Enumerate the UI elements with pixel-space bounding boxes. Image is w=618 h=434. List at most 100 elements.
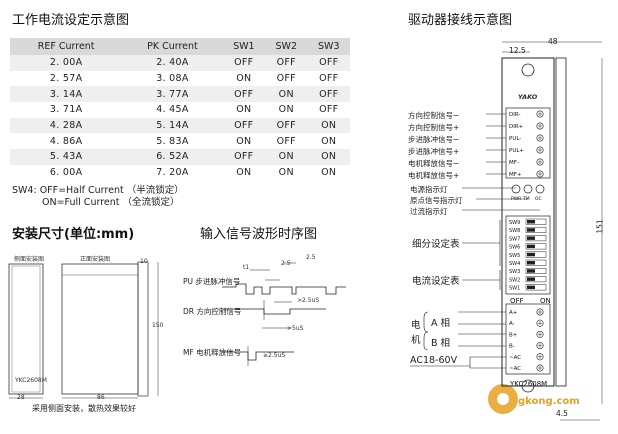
subdivision-table-label: 细分设定表 xyxy=(412,239,460,250)
terminal-screw-icon xyxy=(536,330,544,338)
dip-switch-label: SW5 xyxy=(509,253,520,259)
watermark-text: gkong.com xyxy=(518,396,580,407)
table-cell: 5. 14A xyxy=(122,117,223,134)
table-cell: OFF xyxy=(307,55,350,71)
power-terminal-label: A+ xyxy=(509,310,518,316)
supply-voltage-label: AC18-60V xyxy=(410,355,458,366)
phase-b-bracket xyxy=(423,331,429,351)
terminal-screw-icon xyxy=(536,308,544,316)
terminal-screw-icon xyxy=(536,122,544,130)
table-cell: ON xyxy=(265,86,308,103)
dir-plus-label: 方向控制信号+ xyxy=(408,123,460,132)
oc-led-label: 过流指示灯 xyxy=(410,207,448,216)
dr-waveform xyxy=(222,308,326,315)
table-header: REF Current xyxy=(10,38,123,55)
timing-title: 输入信号波形时序图 xyxy=(200,227,318,242)
terminal-screw-icon xyxy=(536,353,544,361)
led-label: PWR xyxy=(511,196,521,202)
mf-minus-label: 电机释放信号− xyxy=(408,159,460,168)
mount-hole-top xyxy=(521,63,535,77)
dip-switch-label: SW6 xyxy=(509,245,520,251)
tm-led-label: 原点信号指示灯 xyxy=(410,196,463,205)
power-terminal-label: ~AC xyxy=(509,355,521,361)
table-header: PK Current xyxy=(122,38,223,55)
terminal-screw-icon xyxy=(536,110,544,118)
dip-switch xyxy=(525,235,547,242)
input-terminal-label: MF- xyxy=(509,160,519,166)
current-table: REF Current PK Current SW1 SW2 SW3 2. 00… xyxy=(10,38,350,181)
dip-switch xyxy=(525,251,547,258)
dip-switch-knob xyxy=(527,236,535,240)
side-model-label: YKC2608M xyxy=(15,377,47,384)
dip-switch-label: SW3 xyxy=(509,269,520,275)
brand-logo: YAKO xyxy=(518,93,538,101)
dip-switch-knob xyxy=(527,285,535,290)
table-cell: 3. 71A xyxy=(10,102,123,118)
table-cell: ON xyxy=(307,133,350,150)
table-cell: ON xyxy=(265,164,308,181)
dip-switch-block xyxy=(505,215,551,295)
table-cell: 5. 83A xyxy=(122,133,223,150)
table-cell: 2. 57A xyxy=(10,70,123,87)
mount-hole-bottom xyxy=(521,379,535,393)
dip-switch-label: SW2 xyxy=(509,277,520,283)
input-terminal-label: PUL+ xyxy=(509,148,524,154)
terminal-screw-icon xyxy=(536,364,544,372)
table-cell: ON xyxy=(222,70,266,87)
dim-48: 48 xyxy=(548,37,558,46)
input-terminal-label: MF+ xyxy=(509,172,522,178)
table-cell: ON xyxy=(265,149,308,165)
current-setting-label: 电流设定表 xyxy=(412,276,460,287)
table-cell: ON xyxy=(222,102,266,118)
table-cell: OFF xyxy=(222,55,266,71)
model-label: YKC2608M xyxy=(510,380,548,388)
led-label: TM xyxy=(522,196,530,202)
dim-12-5: 12.5 xyxy=(509,46,526,55)
table-cell: ON xyxy=(222,133,266,150)
motor-label: 电机 xyxy=(411,320,421,346)
dip-switch xyxy=(525,284,547,291)
dip-switch-label: SW4 xyxy=(509,261,520,267)
table-cell: ON xyxy=(265,102,308,118)
table-cell: 6. 52A xyxy=(122,149,223,165)
dip-switch-knob xyxy=(527,252,535,257)
phase-b-label: B 相 xyxy=(431,338,451,349)
pwr-led xyxy=(511,184,521,194)
pul-plus-label: 步进脉冲信号+ xyxy=(408,147,460,156)
input-terminal-label: PUL- xyxy=(509,136,521,142)
table-cell: 6. 00A xyxy=(10,164,123,181)
table-cell: 2. 40A xyxy=(122,55,223,71)
table-cell: OFF xyxy=(222,149,266,165)
oc-led xyxy=(535,184,545,194)
terminal-screw-icon xyxy=(536,170,544,178)
side-view-label: 侧面安装图 xyxy=(14,256,45,263)
sw4-note-line1: SW4: OFF=Half Current （半流锁定） xyxy=(12,185,184,196)
dip-switch xyxy=(525,276,547,283)
dip-switch-knob xyxy=(527,269,535,273)
dim-28: 28 xyxy=(17,394,25,401)
front-view-outline xyxy=(61,263,139,395)
table-cell: OFF xyxy=(265,70,308,87)
dip-switch-knob xyxy=(527,228,535,232)
side-view-outline xyxy=(8,263,44,395)
table-cell: OFF xyxy=(222,117,266,134)
table-cell: 3. 14A xyxy=(10,86,123,103)
phase-a-bracket xyxy=(423,311,429,333)
power-terminal-label: B+ xyxy=(509,332,518,338)
switch-off-label: OFF xyxy=(510,297,524,305)
timing-5us: >5uS xyxy=(287,325,304,332)
table-cell: OFF xyxy=(307,70,350,87)
pwr-led-label: 电源指示灯 xyxy=(410,185,448,194)
install-caption: 采用侧面安装，散热效果较好 xyxy=(32,404,136,413)
dip-switch xyxy=(525,259,547,266)
dip-switch-knob xyxy=(527,261,535,265)
terminal-screw-icon xyxy=(536,319,544,327)
led-label: OC xyxy=(535,196,542,202)
table-cell: 3. 08A xyxy=(122,70,223,87)
